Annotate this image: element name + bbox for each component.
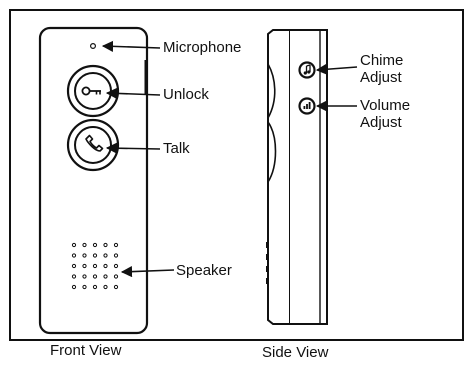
- speaker-hole: [113, 242, 119, 248]
- talk-label: Talk: [163, 140, 190, 157]
- speaker-hole: [92, 284, 98, 290]
- side-view-device: [266, 29, 328, 325]
- speaker-hole: [82, 284, 87, 290]
- volume-bars-icon: [303, 102, 311, 109]
- speaker-hole: [113, 284, 119, 290]
- microphone-hole: [89, 42, 96, 49]
- speaker-hole: [103, 263, 108, 269]
- speaker-label: Speaker: [176, 262, 232, 279]
- speaker-hole: [71, 253, 77, 258]
- speaker-hole: [103, 253, 108, 258]
- chime-adjust-label-line1: Chime: [360, 52, 404, 69]
- microphone-arrow: [101, 40, 161, 52]
- chime-adjust-label-line2: Adjust: [360, 69, 402, 86]
- diagram-border: [9, 9, 464, 341]
- unlock-label: Unlock: [163, 86, 209, 103]
- speaker-hole: [71, 263, 77, 269]
- speaker-hole: [92, 242, 98, 248]
- unlock-arrow: [105, 87, 161, 99]
- chime-adjust-arrow: [315, 63, 358, 75]
- speaker-hole: [71, 274, 77, 279]
- speaker-hole: [82, 253, 87, 258]
- key-icon: [81, 86, 101, 96]
- talk-arrow: [105, 142, 161, 154]
- speaker-hole: [82, 263, 87, 269]
- speaker-hole: [92, 274, 98, 279]
- speaker-hole: [92, 263, 98, 269]
- speaker-hole: [82, 274, 87, 279]
- front-view-device: [38, 26, 149, 335]
- handset-icon: [85, 134, 104, 152]
- speaker-hole: [82, 242, 87, 248]
- microphone-label: Microphone: [163, 39, 242, 56]
- music-note-icon: [303, 64, 311, 75]
- speaker-grille: [71, 242, 119, 290]
- front-view-caption: Front View: [50, 342, 122, 359]
- speaker-hole: [113, 263, 119, 269]
- speaker-hole: [113, 253, 119, 258]
- speaker-hole: [103, 274, 108, 279]
- speaker-hole: [71, 284, 77, 290]
- speaker-hole: [113, 274, 119, 279]
- speaker-hole: [103, 284, 108, 290]
- volume-adjust-label-line1: Volume: [360, 97, 411, 114]
- speaker-arrow: [120, 266, 175, 278]
- speaker-hole: [103, 242, 108, 248]
- side-view-caption: Side View: [262, 344, 329, 361]
- speaker-hole: [71, 242, 77, 248]
- speaker-hole: [92, 253, 98, 258]
- volume-adjust-label-line2: Adjust: [360, 114, 402, 131]
